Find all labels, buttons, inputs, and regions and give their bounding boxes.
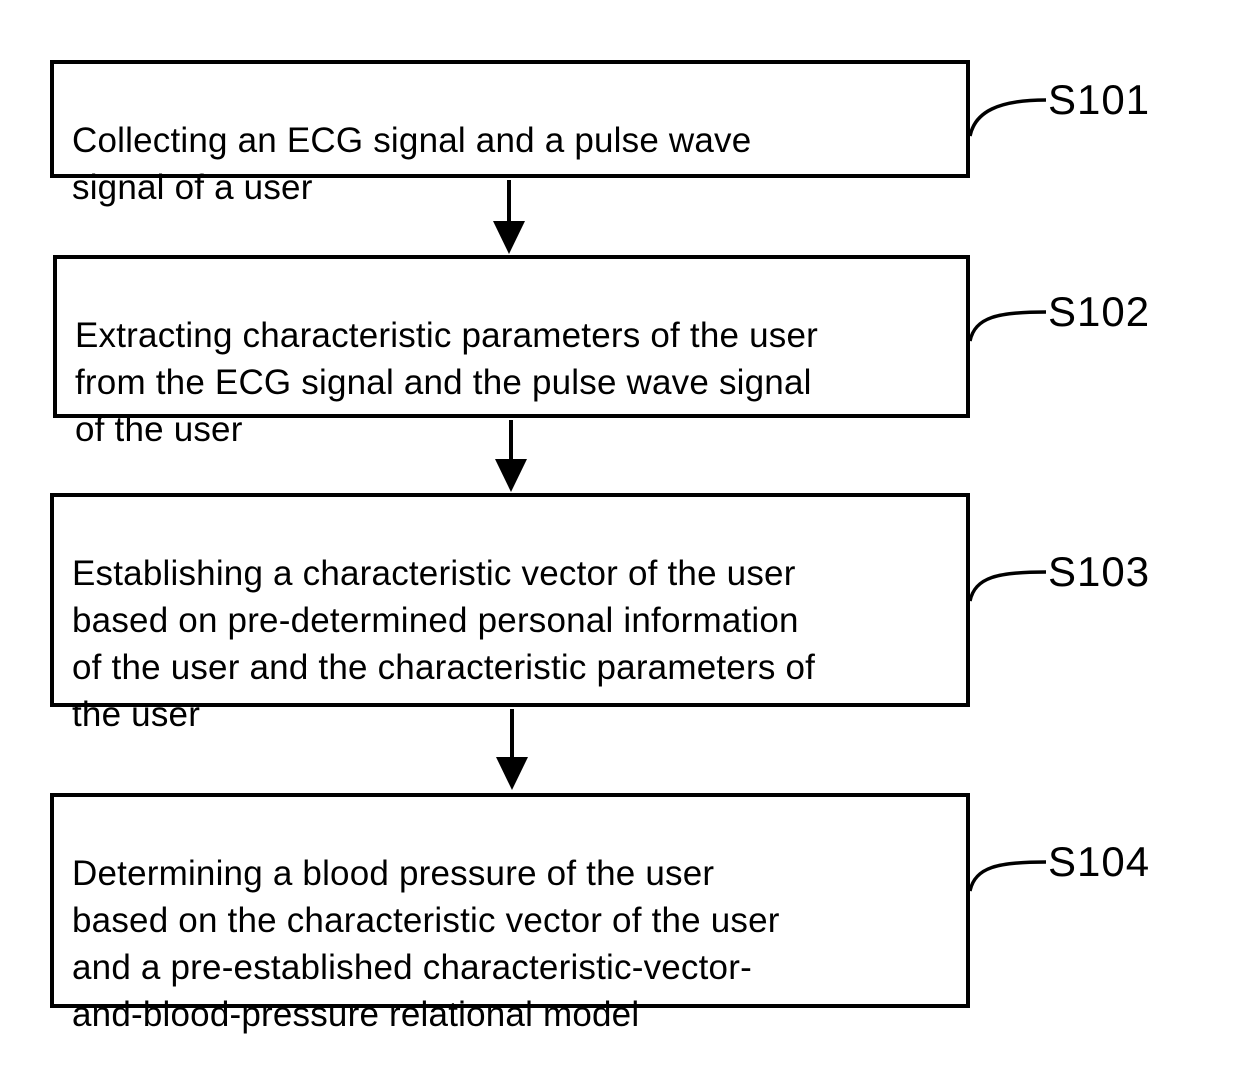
step-text-2: Extracting characteristic parameters of …: [75, 316, 818, 449]
label-leader-line: [968, 98, 1047, 137]
step-text-3: Establishing a characteristic vector of …: [72, 554, 816, 734]
label-leader-line: [968, 310, 1047, 342]
flow-arrow-down-icon: [493, 180, 525, 254]
flowchart-step-box-2: Extracting characteristic parameters of …: [53, 255, 970, 449]
step-label-s102: S102: [1048, 288, 1151, 335]
flow-arrow-down-icon: [495, 420, 527, 492]
step-text-1: Collecting an ECG signal and a pulse wav…: [72, 121, 752, 207]
step-text-4: Determining a blood pressure of the user…: [72, 854, 780, 1034]
step-label-s103: S103: [1048, 548, 1151, 595]
flowchart-step-box-1: Collecting an ECG signal and a pulse wav…: [50, 60, 970, 207]
flowchart-step-box-3: Establishing a characteristic vector of …: [50, 493, 970, 734]
step-label-s104: S104: [1048, 838, 1151, 885]
label-leader-line: [968, 570, 1047, 602]
label-leader-line: [968, 860, 1047, 892]
step-label-s101: S101: [1048, 76, 1151, 123]
flow-arrow-down-icon: [496, 709, 528, 790]
flowchart-step-box-4: Determining a blood pressure of the user…: [50, 793, 970, 1034]
